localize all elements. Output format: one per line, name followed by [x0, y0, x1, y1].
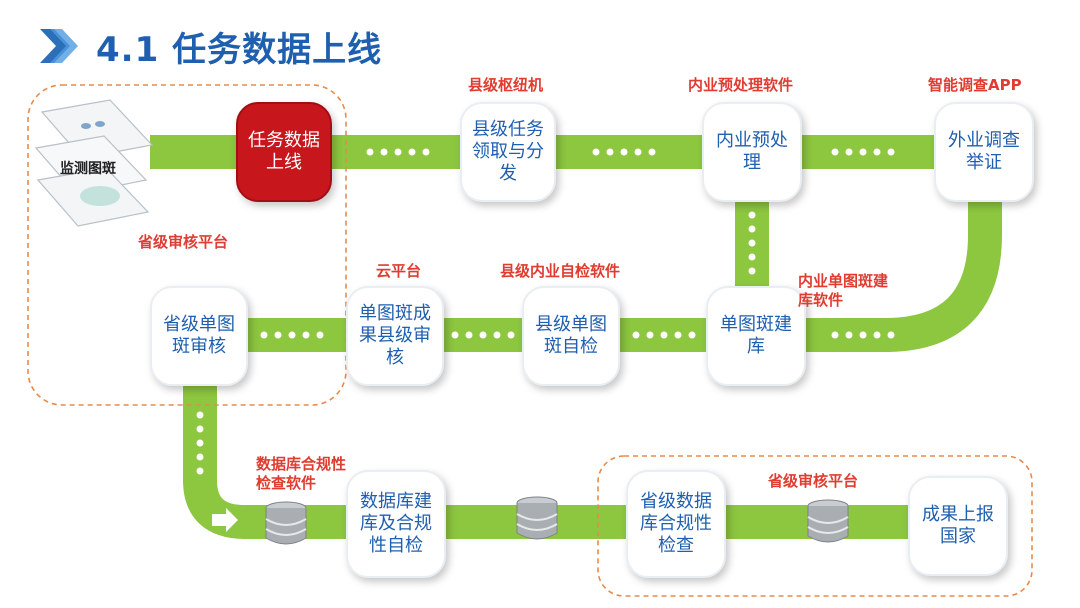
chevron-icon	[40, 29, 78, 63]
node-county-receive: 县级任务领取与分发	[460, 102, 556, 202]
group-box-provincial-bottom	[597, 455, 1033, 597]
node-provincial-spot-review: 省级单图斑审核	[150, 286, 248, 386]
label-db-check-software: 数据库合规性检查软件	[256, 455, 347, 492]
database-icon-1	[265, 501, 307, 545]
database-icon-2	[516, 496, 558, 540]
map-layers-icon	[34, 99, 154, 227]
page-header: 4.1 任务数据上线	[40, 22, 382, 70]
label-cloud-platform: 云平台	[376, 262, 422, 280]
label-county-hub: 县级枢纽机	[468, 76, 544, 94]
flow-dots	[196, 148, 895, 475]
node-provincial-db-check: 省级数据库合规性检查	[626, 470, 726, 578]
label-county-selfcheck-software: 县级内业自检软件	[500, 262, 621, 280]
monitoring-spots-label: 监测图斑	[60, 161, 116, 177]
node-spot-build: 单图斑建库	[706, 286, 806, 386]
pipe-left-down	[183, 380, 935, 539]
group-box-provincial-left	[27, 84, 347, 406]
node-report-nation: 成果上报国家	[908, 476, 1008, 576]
label-survey-app: 智能调查APP	[928, 76, 1022, 94]
database-icon-3	[807, 499, 849, 543]
node-field-survey: 外业调查举证	[934, 102, 1034, 202]
node-preprocess: 内业预处理	[702, 102, 802, 202]
label-spot-build-software: 内业单图斑建库软件	[798, 272, 889, 309]
label-preprocess-software: 内业预处理软件	[688, 76, 794, 94]
flow-arrow-icon	[212, 508, 238, 532]
node-spot-county-review: 单图斑成果县级审核	[346, 286, 444, 386]
node-db-build-check: 数据库建库及合规性自检	[346, 470, 446, 578]
pipe-top-row	[150, 135, 1002, 352]
node-county-selfcheck: 县级单图斑自检	[522, 286, 620, 386]
label-provincial-platform-top: 省级审核平台	[138, 233, 229, 251]
page-title: 4.1 任务数据上线	[96, 29, 383, 70]
node-task-online: 任务数据上线	[236, 102, 332, 202]
label-provincial-platform-bottom: 省级审核平台	[768, 472, 859, 490]
